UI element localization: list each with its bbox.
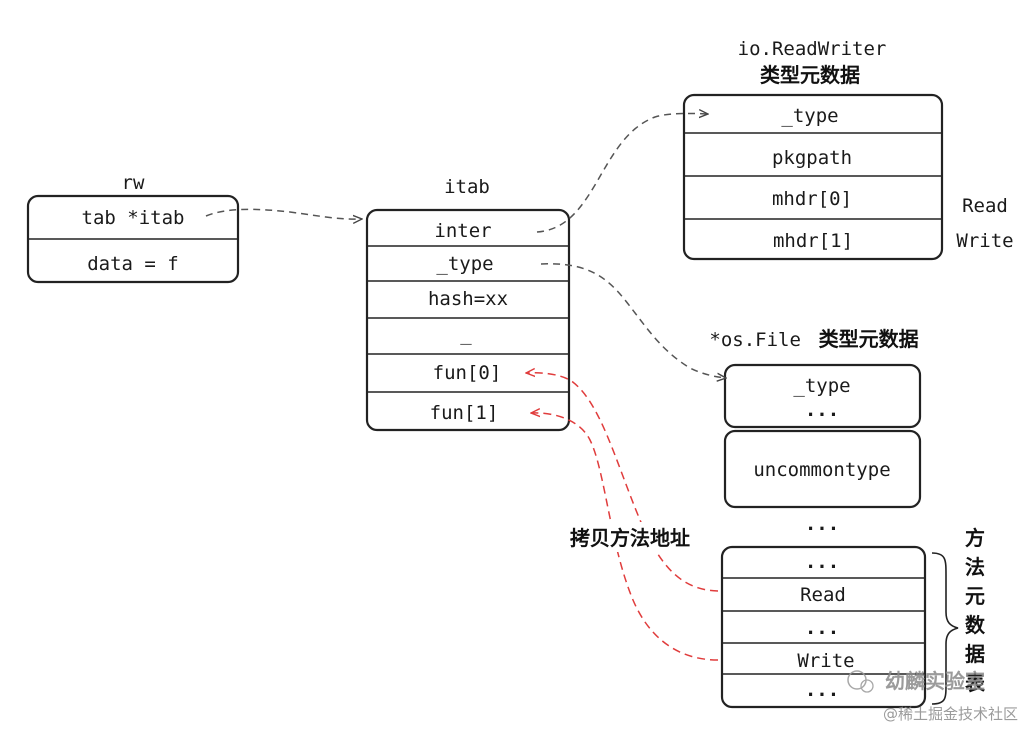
- readwriter-row-mhdr1: mhdr[1]: [773, 230, 853, 252]
- brace-label-char: 方: [965, 526, 985, 550]
- osfile-type-box: [723, 363, 922, 429]
- copy-method-address-label: 拷贝方法地址: [570, 526, 690, 550]
- rw-title: rw: [122, 172, 145, 194]
- readwriter-box: [682, 93, 944, 261]
- itab-row-fun1: fun[1]: [430, 402, 499, 424]
- brace-label-char: 元: [965, 584, 985, 608]
- osfile-type-ellipsis: ...: [805, 399, 839, 421]
- readwriter-label-read: Read: [962, 195, 1008, 217]
- watermark-channel: 幼麟实验室: [885, 669, 985, 693]
- readwriter-row-type: _type: [781, 105, 838, 127]
- copy-label-bg: [560, 522, 700, 552]
- itab-struct: itab inter _type hash=xx _ fun[0] fun[1]: [365, 176, 571, 432]
- itab-row-inter: inter: [434, 220, 491, 242]
- itab-row-placeholder: _: [460, 323, 472, 345]
- method-table-row-read: Read: [800, 584, 846, 606]
- itab-row-hash: hash=xx: [428, 288, 508, 310]
- osfile-gap-ellipsis: ...: [805, 513, 839, 535]
- itab-box: [365, 208, 571, 432]
- osfile-type-row: _type: [793, 375, 850, 397]
- brace-label-char: 表: [965, 671, 986, 695]
- readwriter-label-write: Write: [956, 230, 1013, 252]
- method-table-brace: [931, 552, 959, 705]
- arrow-tab-to-itab: [205, 208, 362, 219]
- arrow-read-to-fun0: [526, 373, 719, 592]
- itab-title: itab: [444, 176, 490, 198]
- osfile-uncommon-box: [723, 429, 922, 509]
- method-table-row: ...: [805, 617, 839, 639]
- brace-label-char: 法: [965, 555, 985, 579]
- method-table-row: ...: [805, 679, 839, 701]
- osfile-metadata: *os.File 类型元数据 _type ... uncommontype ..…: [709, 327, 986, 709]
- osfile-title-code: *os.File: [709, 329, 801, 351]
- watermark: 幼麟实验室 @稀土掘金技术社区: [847, 669, 1018, 723]
- arrow-type-to-osfile: [540, 263, 726, 378]
- method-table-row: ...: [805, 551, 839, 573]
- itab-row-fun0: fun[0]: [433, 362, 502, 384]
- itab-row-type: _type: [436, 253, 493, 275]
- brace-label-char: 据: [965, 642, 985, 666]
- wechat-icon-bubble: [860, 679, 874, 693]
- method-table-vertical-label: 方 法 元 数 据 表: [965, 526, 986, 695]
- readwriter-metadata: io.ReadWriter 类型元数据 _type pkgpath mhdr[0…: [682, 38, 1014, 261]
- readwriter-row-mhdr0: mhdr[0]: [772, 188, 852, 210]
- rw-struct: rw tab *itab data = f: [26, 172, 240, 284]
- method-table-row-write: Write: [797, 650, 854, 672]
- readwriter-row-pkgpath: pkgpath: [772, 147, 852, 169]
- readwriter-subtitle: 类型元数据: [760, 63, 860, 87]
- osfile-uncommon-label: uncommontype: [753, 459, 890, 481]
- brace-label-char: 数: [965, 613, 986, 637]
- rw-row-data: data = f: [87, 253, 179, 275]
- osfile-title: *os.File 类型元数据: [709, 327, 918, 351]
- readwriter-title: io.ReadWriter: [738, 38, 887, 60]
- method-table-box: [720, 545, 927, 709]
- osfile-title-cjk: 类型元数据: [819, 327, 919, 351]
- rw-row-tab: tab *itab: [82, 207, 185, 229]
- watermark-site: @稀土掘金技术社区: [883, 705, 1018, 723]
